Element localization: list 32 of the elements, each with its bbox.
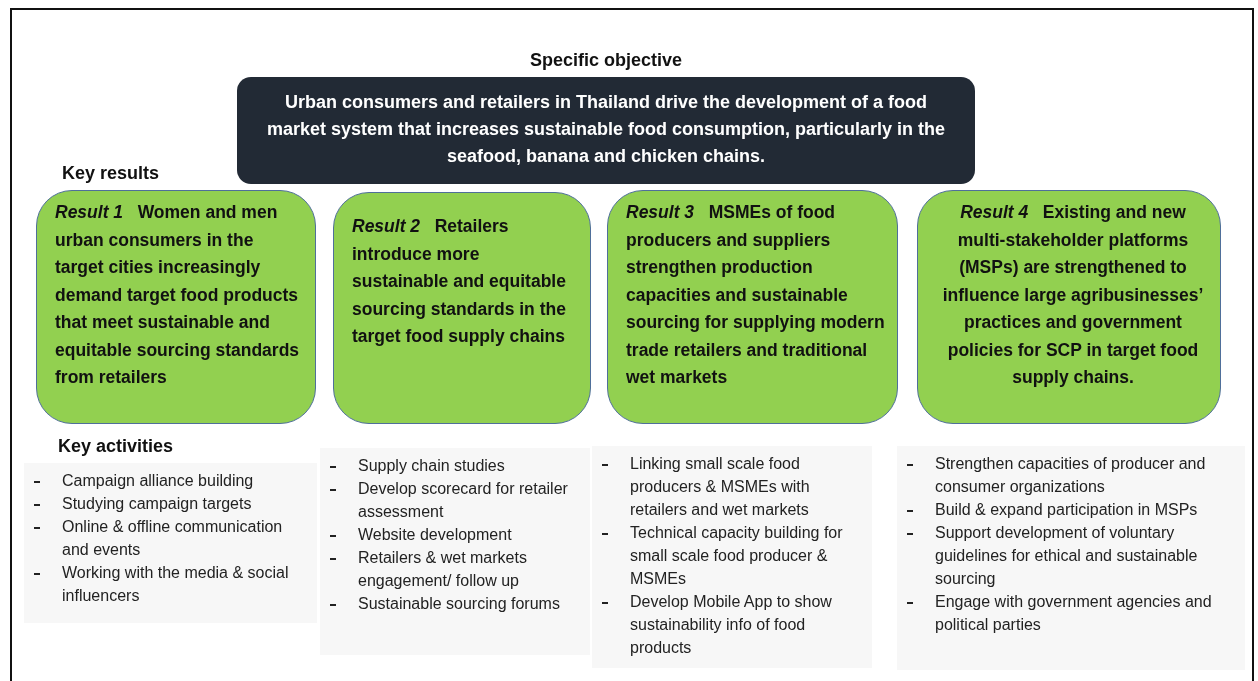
activity-text: Working with the media & social influencers [62, 564, 289, 604]
result-box [36, 190, 316, 424]
heading: Specific objective [528, 49, 684, 72]
activity-text: Studying campaign targets [62, 495, 252, 512]
activity-text: Engage with government agencies and political parties [935, 593, 1212, 633]
activity-text: Develop Mobile App to show sustainability info of food products [630, 593, 832, 656]
activity-panel [897, 446, 1245, 670]
activity-text: Develop scorecard for retailer assessment [358, 480, 568, 520]
result-text: Result 1 Women and men urban consumers in the target cities increasingly demand target food products that meet sustainable and equitable sourcing standards from retailers [55, 202, 301, 387]
activity-text: Website development [358, 526, 512, 543]
activity-text: Sustainable sourcing forums [358, 595, 560, 612]
activity-text: Online & offline communication and events [62, 518, 283, 558]
activity-text: Technical capacity building for small scale food producer & MSMEs [630, 524, 843, 587]
activity-text: Linking small scale food producers & MSMEs with retailers and wet markets [630, 455, 810, 518]
activity-text: Retailers & wet markets engagement/ follow up [358, 549, 527, 589]
activity-text: Strengthen capacities of producer and consumer organizations [935, 455, 1206, 495]
result-text: Result 4 Existing and new multi-stakeholder platforms (MSPs) are strengthened to influence large agribusinesses’ practices and government policies for SCP in target food supply chains. [942, 202, 1205, 387]
result-box [607, 190, 898, 424]
activity-panel [320, 448, 590, 655]
activity-text: Build & expand participation in MSPs [935, 501, 1198, 518]
result-text: Result 2 Retailers introduce more sustainable and equitable sourcing standards in the target food supply chains [352, 216, 567, 346]
section-label: Key activities [58, 436, 174, 457]
activity-panel [24, 463, 317, 623]
activity-text: Campaign alliance building [62, 472, 254, 489]
activity-text: Support development of voluntary guidelines for ethical and sustainable sourcing [935, 524, 1198, 587]
result-box [333, 192, 591, 424]
activity-panel [592, 446, 872, 668]
result-box [917, 190, 1221, 424]
objective-text: Urban consumers and retailers in Thailand drive the development of a food market system that increases sustainable food consumption, particularly in the seafood, banana and chicken chains. [266, 92, 946, 166]
section-label: Key results [62, 163, 160, 184]
result-text: Result 3 MSMEs of food producers and suppliers strengthen production capacities and sustainable sourcing for supplying modern trade retailers and traditional wet markets [626, 202, 886, 387]
activity-text: Supply chain studies [358, 457, 505, 474]
